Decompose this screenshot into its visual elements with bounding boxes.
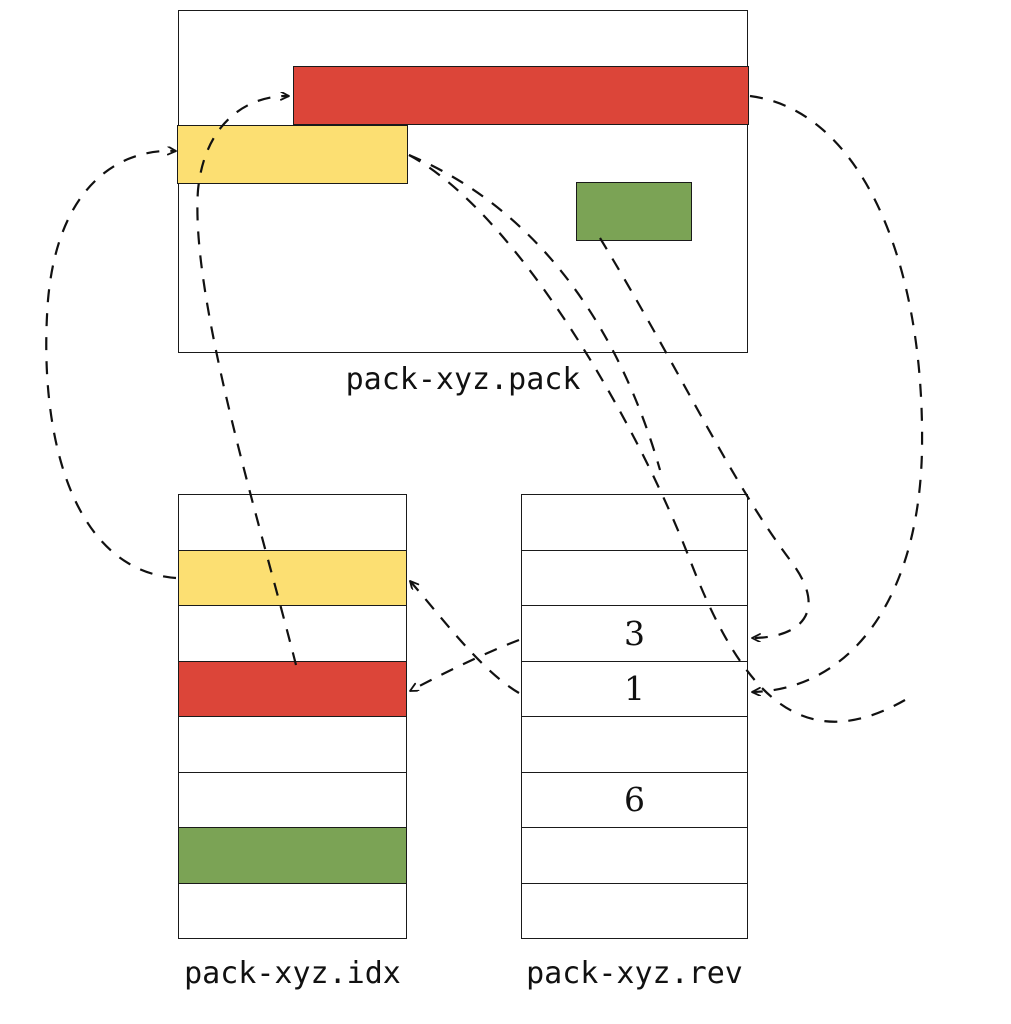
idx-row-4	[178, 660, 407, 717]
idxfile-label: pack-xyz.idx	[184, 956, 401, 991]
arrow-rev-one-to-idx-yellow	[410, 581, 520, 694]
pack-green-object	[576, 182, 692, 241]
arrow-rev-three-to-idx-red	[410, 638, 520, 692]
rev-row-1	[521, 494, 748, 551]
rev-row-2	[521, 549, 748, 606]
rev-row-8	[521, 882, 748, 939]
idx-row-1	[178, 494, 407, 551]
packfile-label: pack-xyz.pack	[345, 362, 581, 397]
rev-row-6-value: 6	[624, 780, 645, 820]
revfile-label: pack-xyz.rev	[526, 956, 743, 991]
rev-row-3: 3	[521, 605, 748, 662]
idxfile-container	[178, 494, 407, 939]
idx-row-8	[178, 882, 407, 939]
idx-row-5	[178, 716, 407, 773]
rev-row-3-value: 3	[624, 613, 645, 653]
arrow-pack-red-to-rev-one	[749, 94, 924, 692]
rev-row-5	[521, 716, 748, 773]
pack-yellow-object	[177, 125, 408, 184]
rev-row-6: 6	[521, 771, 748, 828]
idx-row-2	[178, 549, 407, 606]
revfile-container: 3 1 6	[521, 494, 748, 939]
idx-row-6	[178, 771, 407, 828]
arrow-idx-yellow-to-pack-yellow	[45, 151, 176, 580]
rev-row-4: 1	[521, 660, 748, 717]
pack-red-object	[293, 66, 749, 125]
idx-row-7	[178, 827, 407, 884]
rev-row-4-value: 1	[624, 669, 645, 709]
rev-row-7	[521, 827, 748, 884]
idx-row-3	[178, 605, 407, 662]
